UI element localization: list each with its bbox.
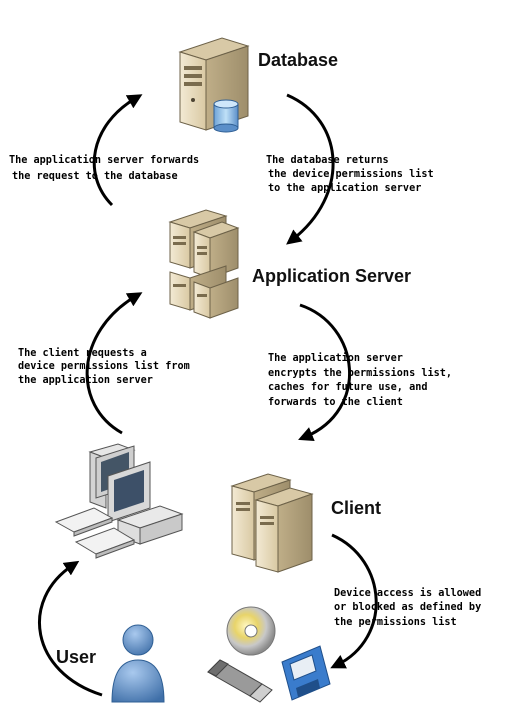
note-line: the permissions list bbox=[334, 616, 457, 628]
arrow-app-to-client bbox=[298, 303, 352, 442]
arrow-app-to-db bbox=[92, 94, 143, 207]
note-line: The database returns bbox=[266, 155, 389, 166]
note-line: the device permissions list bbox=[268, 168, 434, 180]
note-line: or blocked as defined by bbox=[334, 601, 481, 613]
note-client-requests: The client requests a device permissions… bbox=[18, 347, 190, 386]
note-line: Device access is allowed bbox=[334, 587, 481, 599]
arrow-client-to-devices bbox=[330, 533, 378, 669]
note-line: The client requests a bbox=[18, 347, 147, 359]
database-cylinder-icon bbox=[213, 99, 239, 133]
note-device-access: Device access is allowed or blocked as d… bbox=[334, 587, 481, 628]
arrow-db-to-app bbox=[286, 93, 335, 245]
note-line: the request to the database bbox=[12, 171, 178, 182]
note-line: device permissions list from bbox=[18, 360, 190, 372]
usb-drive-icon bbox=[207, 659, 273, 703]
database-title: Database bbox=[258, 50, 338, 70]
note-forward-to-db: The application server forwards the requ… bbox=[9, 154, 199, 182]
note-line: The application server bbox=[268, 352, 403, 364]
application-server-icon bbox=[168, 209, 240, 319]
note-db-returns: The database returns the device permissi… bbox=[266, 155, 434, 194]
application-server-title: Application Server bbox=[252, 266, 411, 286]
note-line: encrypts the permissions list, bbox=[268, 367, 452, 379]
note-server-encrypts: The application server encrypts the perm… bbox=[268, 352, 452, 408]
arrow-user-to-workstation bbox=[38, 560, 103, 697]
note-line: the application server bbox=[18, 374, 153, 386]
note-line: caches for future use, and bbox=[268, 382, 427, 393]
user-icon bbox=[111, 624, 165, 703]
arrow-client-to-app bbox=[85, 292, 143, 435]
note-line: to the application server bbox=[268, 182, 421, 194]
floppy-disk-icon bbox=[281, 645, 331, 701]
note-line: forwards to the client bbox=[268, 396, 403, 408]
client-server-icon bbox=[230, 473, 314, 573]
user-title: User bbox=[56, 647, 96, 667]
note-line: The application server forwards bbox=[9, 154, 199, 166]
workstation-icon bbox=[54, 443, 184, 559]
flow-arrows bbox=[38, 93, 378, 697]
cd-disc-icon bbox=[226, 606, 276, 656]
client-title: Client bbox=[331, 498, 381, 518]
